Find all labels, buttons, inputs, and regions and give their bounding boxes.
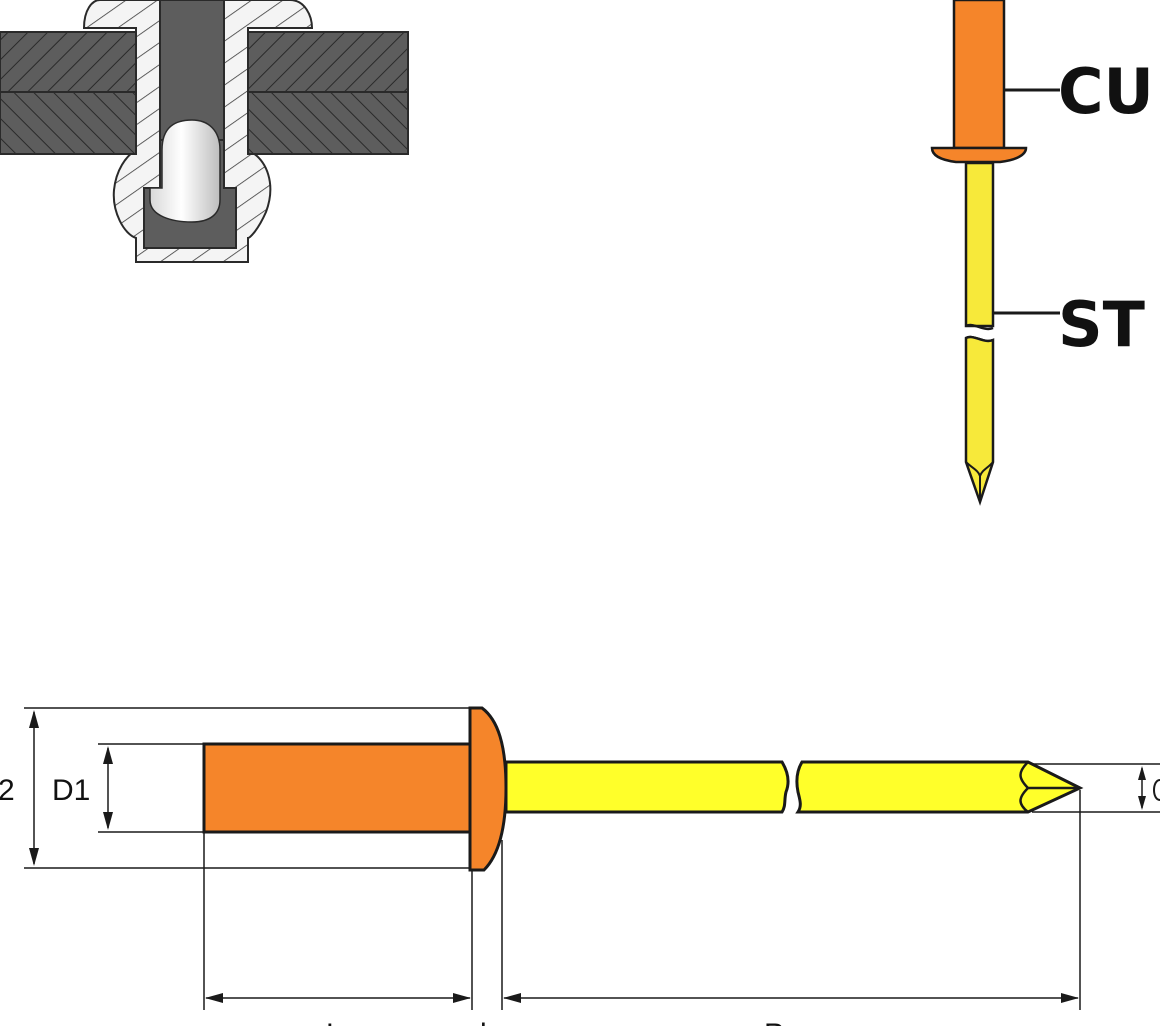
st-label: ST — [1058, 288, 1145, 361]
cross-section-view — [0, 0, 409, 263]
dim-p-arrow-right — [1061, 993, 1079, 1003]
dim-l-label: L — [326, 1018, 343, 1026]
dim-d2-label: 2 — [0, 774, 15, 807]
cu-body-vertical — [952, 0, 1006, 150]
dim-d1-arrow-bottom — [103, 812, 113, 830]
material-callout-view: CU ST — [930, 0, 1154, 506]
st-mandrel-lower — [964, 335, 995, 506]
dim-l-arrow-right — [453, 993, 471, 1003]
upper-plate-left — [0, 31, 137, 93]
dim-d2-arrow-top — [29, 710, 39, 728]
cu-flange-vertical — [930, 146, 1028, 164]
dim-d1-arrow-top — [103, 746, 113, 764]
dim-tip-arrow-top — [1138, 766, 1146, 780]
cu-body-horizontal — [202, 742, 474, 834]
dim-k-label: k — [480, 1018, 496, 1026]
dim-p-label: P — [764, 1018, 784, 1026]
dim-d1-label: D1 — [52, 774, 90, 807]
mandrel-tip-facets-horizontal — [1019, 761, 1080, 813]
dim-tip-label-fragment — [1153, 779, 1160, 801]
dimension-view: 2 D1 L k P — [0, 706, 1160, 1026]
dim-d2-arrow-bottom — [29, 848, 39, 866]
mandrel-tip-facets — [965, 461, 994, 502]
cu-flange-horizontal — [468, 706, 508, 872]
st-mandrel-horizontal-a — [504, 760, 790, 814]
st-mandrel-upper — [964, 161, 995, 328]
upper-plate-right — [247, 31, 409, 93]
dim-l-arrow-left — [205, 993, 223, 1003]
mandrel-head-section — [149, 119, 221, 223]
lower-plate-right — [247, 91, 409, 155]
dim-tip-arrow-bottom — [1138, 796, 1146, 810]
lower-plate-left — [0, 91, 137, 155]
mandrel-stem-section — [159, 0, 225, 141]
cu-label: CU — [1058, 55, 1154, 128]
st-mandrel-horizontal-b — [795, 760, 1084, 814]
